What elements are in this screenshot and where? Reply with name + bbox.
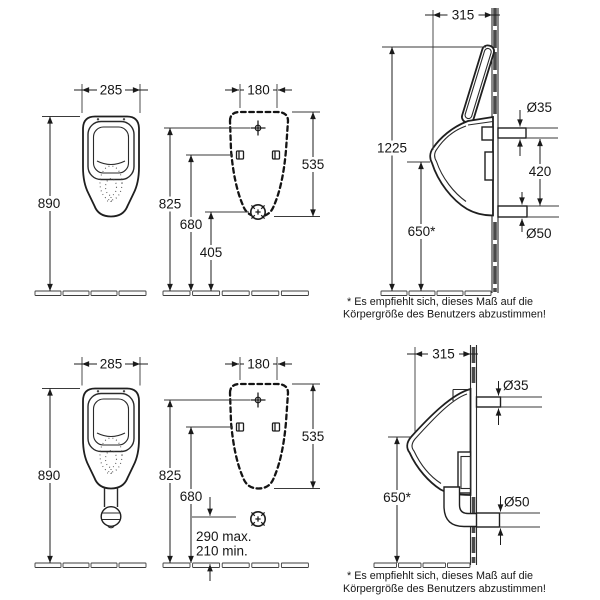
- dim-outlet-max: 290 max.: [196, 529, 252, 544]
- outlet-pipe: [497, 205, 528, 218]
- urinal-side-body: [429, 115, 494, 217]
- view-side-top: Ø35 420 Ø50 650* 1225 315: [370, 8, 559, 296]
- dim-rear-back-height-bottom: 535: [302, 429, 325, 444]
- urinal-lid: [461, 44, 495, 124]
- dim-rim-height-top: 650*: [408, 224, 437, 239]
- footnote-top: * Es empfiehlt sich, dieses Maß auf die …: [343, 296, 546, 321]
- dim-depth-bottom: 315: [432, 347, 455, 362]
- dim-inlet-height-bottom: 825: [159, 468, 182, 483]
- view-side-bottom: Ø35 Ø50 650* 315: [373, 345, 542, 568]
- dim-connection-spacing: 420: [529, 164, 552, 179]
- dim-outlet-diameter-top: Ø50: [526, 226, 552, 241]
- dim-inlet-diameter-top: Ø35: [527, 100, 553, 115]
- footnote-line2: Körpergröße des Benutzers abzustimmen!: [343, 309, 546, 321]
- dim-inlet-diameter-bottom: Ø35: [503, 378, 529, 393]
- floor: [34, 562, 147, 568]
- outlet-siphon: [100, 487, 122, 529]
- view-front-bottom: 285 890: [32, 357, 148, 568]
- footnote-line2: Körpergröße des Benutzers abzustimmen!: [343, 583, 546, 595]
- floor: [373, 562, 471, 568]
- floor: [380, 290, 492, 296]
- dim-outlet-min: 210 min.: [196, 544, 248, 559]
- dim-total-height: 1225: [377, 141, 407, 156]
- urinal-side-body: [406, 387, 472, 496]
- dim-rim-height-bottom: 650*: [383, 490, 412, 505]
- dim-front-height-bottom: 890: [38, 468, 61, 483]
- dim-rear-width-top: 180: [247, 83, 270, 98]
- dim-depth-top: 315: [452, 8, 475, 23]
- dim-front-height-top: 890: [38, 196, 61, 211]
- footnote-bottom: * Es empfiehlt sich, dieses Maß auf die …: [343, 570, 546, 595]
- view-rear-bottom: 180 535 825 680 290 max. 210 min.: [153, 357, 330, 581]
- view-front-top: 285 890: [32, 83, 148, 296]
- dim-rear-back-height-top: 535: [302, 157, 325, 172]
- dim-fixing-height-top: 680: [180, 217, 203, 232]
- floor: [34, 290, 147, 296]
- floor: [162, 290, 309, 296]
- dim-inlet-height-top: 825: [159, 197, 182, 212]
- inlet-pipe: [497, 127, 527, 139]
- dim-front-width-bottom: 285: [100, 357, 123, 372]
- dim-front-width-top: 285: [100, 83, 123, 98]
- footnote-line1: * Es empfiehlt sich, dieses Maß auf die: [347, 296, 533, 308]
- inlet-pipe: [475, 396, 502, 408]
- outlet-pipe: [475, 512, 501, 528]
- floor: [162, 562, 309, 568]
- footnote-line1: * Es empfiehlt sich, dieses Maß auf die: [347, 570, 533, 582]
- dim-fixing-height-bottom: 680: [180, 489, 203, 504]
- dim-outlet-diameter-bottom: Ø50: [504, 495, 530, 510]
- view-rear-top: 180 535 825 680 405: [153, 83, 330, 296]
- dim-rear-width-bottom: 180: [247, 357, 270, 372]
- dim-drain-height-top: 405: [200, 245, 223, 260]
